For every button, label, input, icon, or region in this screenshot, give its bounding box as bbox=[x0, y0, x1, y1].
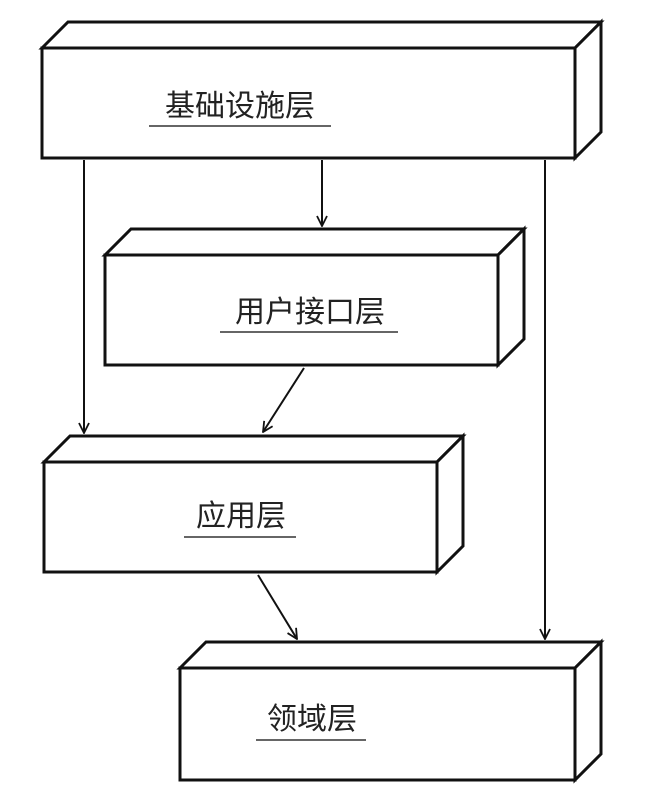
domain-layer-box: 领域层 bbox=[176, 638, 605, 784]
user-interface-layer-box: 用户接口层 bbox=[101, 225, 528, 369]
arrow-user-interface-to-application bbox=[263, 367, 305, 432]
arrow-application-to-domain bbox=[257, 574, 297, 639]
application-layer-label: 应用层 bbox=[196, 499, 286, 534]
infrastructure-layer-label: 基础设施层 bbox=[165, 89, 315, 124]
domain-layer-label: 领域层 bbox=[267, 702, 357, 737]
user-interface-layer-label: 用户接口层 bbox=[235, 295, 385, 330]
application-layer-box: 应用层 bbox=[40, 432, 467, 576]
infrastructure-layer-box: 基础设施层 bbox=[38, 18, 605, 162]
